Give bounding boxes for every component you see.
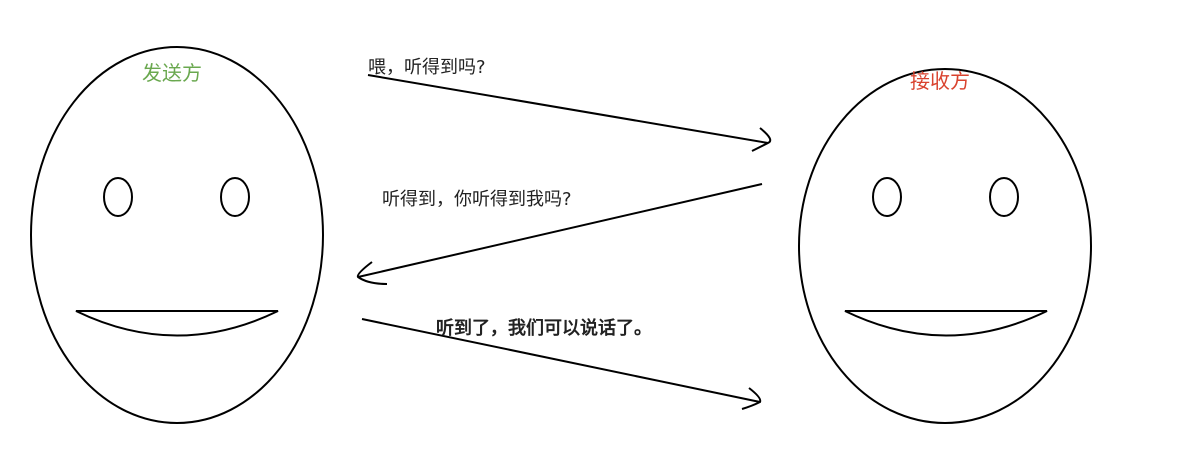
receiver-right-eye [989, 177, 1019, 217]
sender-left-eye [103, 177, 133, 217]
sender-right-eye [220, 177, 250, 217]
sender-head [30, 46, 324, 424]
sender-label: 发送方 [142, 61, 202, 85]
message-3: 听到了，我们可以说话了。 [436, 317, 652, 339]
arrow-1 [367, 74, 772, 152]
arrow-2 [356, 183, 763, 285]
receiver-label: 接收方 [910, 69, 970, 93]
message-2: 听得到，你听得到我吗? [382, 189, 572, 210]
message-1: 喂，听得到吗? [368, 57, 486, 78]
receiver-mouth [844, 310, 1048, 337]
sender-face [30, 46, 324, 424]
receiver-face [798, 68, 1092, 424]
arrow-3 [361, 318, 762, 410]
receiver-head [798, 68, 1092, 424]
receiver-left-eye [872, 177, 902, 217]
sender-mouth [75, 310, 279, 337]
